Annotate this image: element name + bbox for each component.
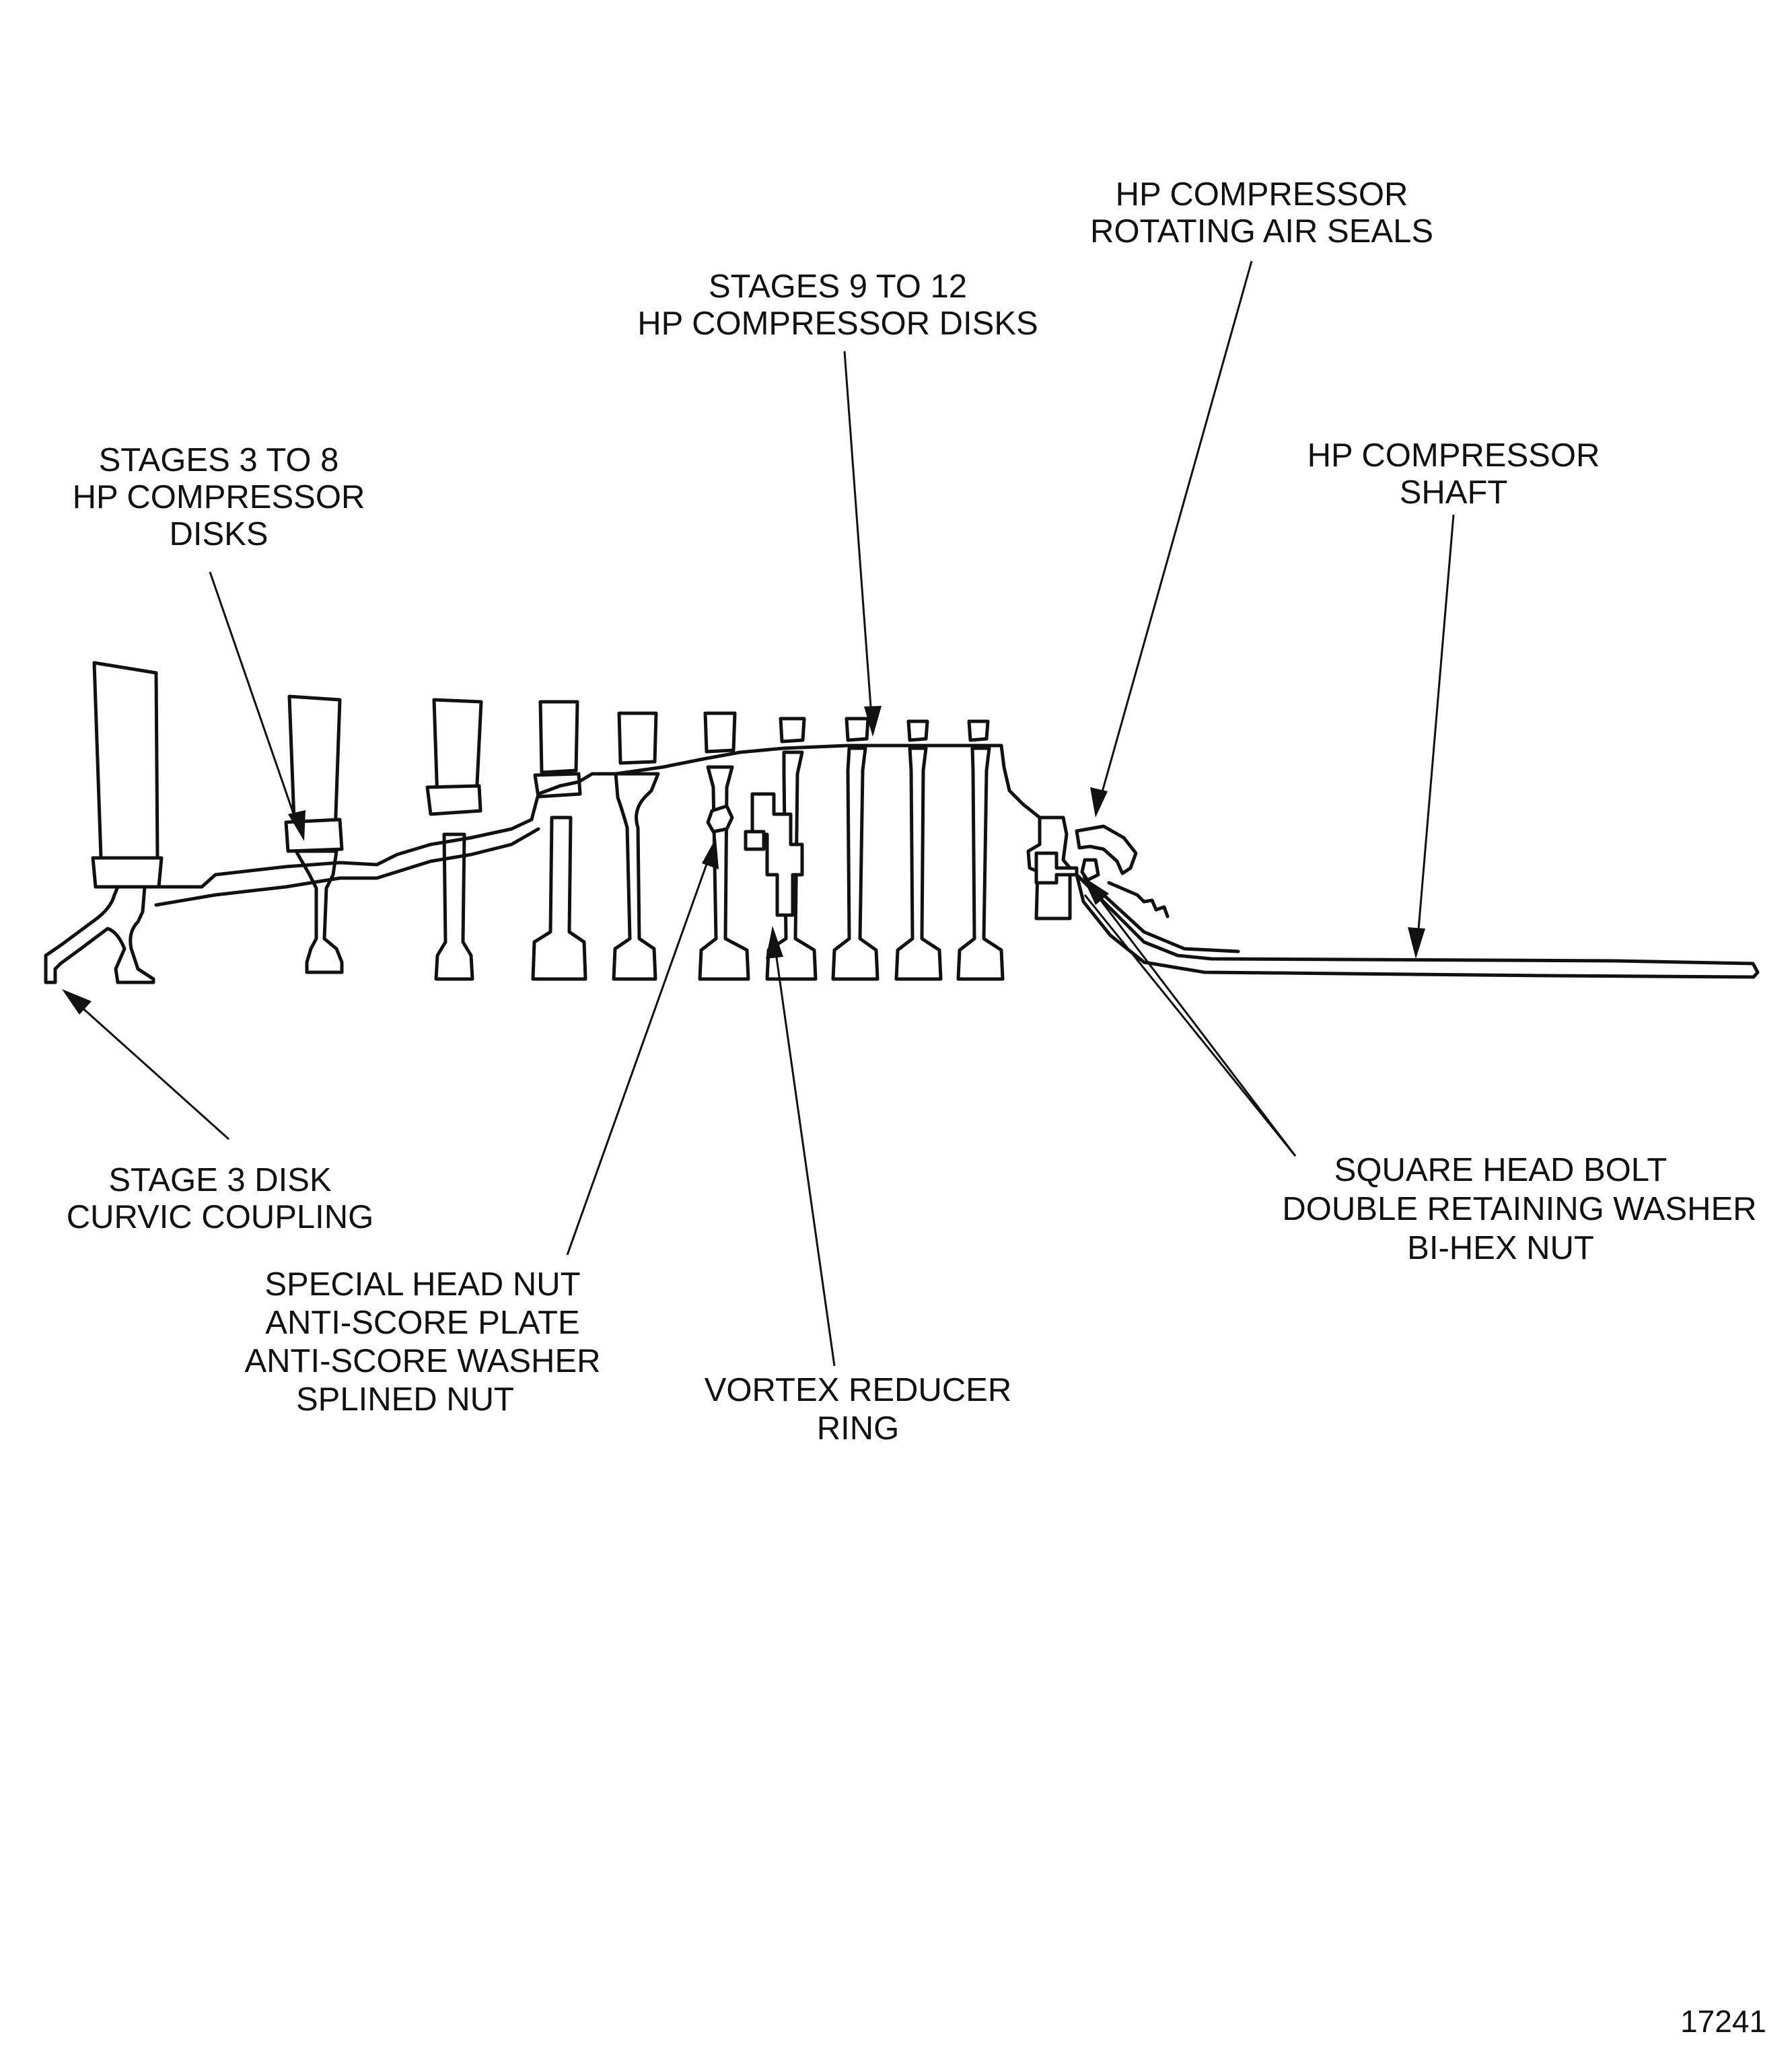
label-curvic-coupling: STAGE 3 DISK CURVIC COUPLING <box>67 1162 374 1235</box>
stage-12-blade <box>967 719 990 742</box>
shaft-inner-line <box>1102 893 1240 953</box>
label-vortex-reducer-line-2: RING <box>817 1410 900 1447</box>
leader-stages-3-8 <box>209 571 301 832</box>
vortex-reducer-ring <box>750 792 804 917</box>
label-rotating-air-seals: HP COMPRESSOR ROTATING AIR SEALS <box>1090 176 1433 250</box>
hp-compressor-shaft <box>1075 873 1760 979</box>
stage-4-disk <box>294 849 344 974</box>
label-square-head-bolt-line-1: SQUARE HEAD BOLT <box>1334 1152 1668 1188</box>
stage-10-blade <box>845 717 870 742</box>
label-square-head-bolt-line-2: DOUBLE RETAINING WASHER <box>1282 1191 1756 1227</box>
arrow-stages-9-12 <box>864 706 882 737</box>
arrow-special-head-nut <box>702 838 719 869</box>
leader-square-head-bolt-2 <box>1083 894 1297 1157</box>
leader-lines <box>62 260 1455 1367</box>
bi-hex-nut <box>1080 858 1100 882</box>
label-stages-9-12: STAGES 9 TO 12 HP COMPRESSOR DISKS <box>637 268 1038 342</box>
label-curvic-coupling-line-1: STAGE 3 DISK <box>108 1162 332 1198</box>
label-special-head-nut-line-4: SPLINED NUT <box>296 1381 514 1418</box>
leader-square-head-bolt <box>1090 888 1297 1157</box>
figure-number: 17241 <box>1680 2004 1766 2039</box>
leader-curvic-coupling <box>71 998 230 1141</box>
arrow-curvic-coupling <box>62 989 92 1015</box>
leader-stages-9-12 <box>843 351 873 726</box>
label-stages-3-8-line-1: STAGES 3 TO 8 <box>99 442 339 478</box>
stage-10-disk <box>831 746 880 981</box>
label-square-head-bolt-line-3: BI-HEX NUT <box>1407 1230 1594 1266</box>
stage-3-blade-platform <box>91 856 164 889</box>
stage-8-blade <box>703 711 737 754</box>
stage-11-blade <box>906 719 929 742</box>
stage-3-blade <box>92 661 159 860</box>
arrow-vortex-reducer <box>766 926 783 959</box>
arrow-square-head-bolt <box>1082 876 1109 905</box>
label-stages-3-8-line-3: DISKS <box>169 516 268 552</box>
vortex-reducer-ring-hub <box>744 830 766 851</box>
label-rotating-air-seals-line-1: HP COMPRESSOR <box>1116 176 1408 213</box>
leader-rotating-air-seals <box>1097 260 1253 807</box>
air-seal-teeth <box>1107 881 1170 918</box>
label-square-head-bolt: SQUARE HEAD BOLT DOUBLE RETAINING WASHER… <box>1282 1152 1756 1266</box>
rotor-drum-outline <box>154 744 1048 889</box>
stage-7-disk <box>612 772 660 981</box>
stage-6-blade <box>538 700 579 774</box>
label-special-head-nut-line-1: SPECIAL HEAD NUT <box>264 1266 580 1303</box>
stage-6-disk <box>531 816 587 981</box>
arrow-shaft <box>1408 927 1425 959</box>
leader-special-head-nut <box>566 848 713 1256</box>
label-shaft-line-2: SHAFT <box>1400 474 1508 511</box>
label-rotating-air-seals-line-2: ROTATING AIR SEALS <box>1090 213 1433 250</box>
label-vortex-reducer: VORTEX REDUCER RING <box>705 1372 1012 1447</box>
special-head-nut <box>706 804 734 834</box>
leader-shaft <box>1416 514 1455 946</box>
rotating-air-seals <box>1075 824 1138 875</box>
stage-8-disk <box>698 765 750 981</box>
stage-9-blade <box>779 717 806 744</box>
stage-3-disk <box>44 885 155 984</box>
label-special-head-nut: SPECIAL HEAD NUT ANTI-SCORE PLATE ANTI-S… <box>244 1266 600 1418</box>
leader-vortex-reducer <box>773 938 836 1367</box>
arrow-stages-3-8 <box>288 810 306 841</box>
label-stages-3-8-line-2: HP COMPRESSOR <box>73 479 365 515</box>
label-stages-3-8: STAGES 3 TO 8 HP COMPRESSOR DISKS <box>73 442 365 552</box>
stage-12-disk <box>956 746 1005 981</box>
label-stages-9-12-line-1: STAGES 9 TO 12 <box>709 268 967 305</box>
label-stages-9-12-line-2: HP COMPRESSOR DISKS <box>637 305 1038 342</box>
label-special-head-nut-line-2: ANTI-SCORE PLATE <box>265 1305 579 1341</box>
label-vortex-reducer-line-1: VORTEX REDUCER <box>705 1372 1012 1408</box>
stage-7-blade <box>617 711 658 765</box>
stage-11-disk <box>894 746 943 981</box>
label-shaft: HP COMPRESSOR SHAFT <box>1307 437 1600 511</box>
label-curvic-coupling-line-2: CURVIC COUPLING <box>67 1199 374 1235</box>
label-special-head-nut-line-3: ANTI-SCORE WASHER <box>244 1343 600 1379</box>
stage-5-blade-root <box>425 784 482 816</box>
arrow-rotating-air-seals <box>1090 787 1108 818</box>
label-shaft-line-1: HP COMPRESSOR <box>1307 437 1600 474</box>
stage-5-disk <box>434 832 474 981</box>
rotor-bore-outline <box>154 827 540 907</box>
